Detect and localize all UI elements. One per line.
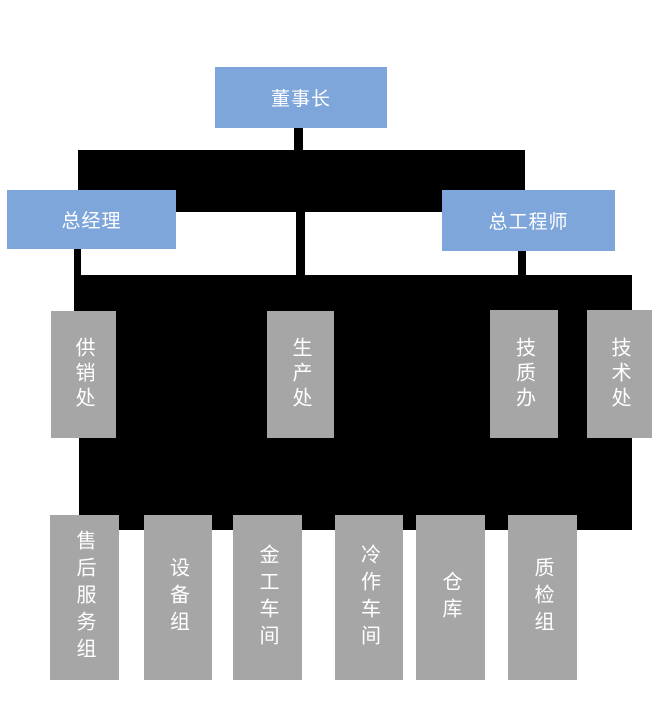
node-metalwork-workshop: 金工车间 bbox=[233, 515, 302, 680]
node-quality-inspection-group: 质检组 bbox=[508, 515, 577, 680]
node-warehouse: 仓库 bbox=[416, 515, 485, 680]
node-chief-engineer: 总工程师 bbox=[442, 190, 615, 251]
node-technology-dept: 技术处 bbox=[587, 310, 652, 438]
node-production-dept-label: 生产处 bbox=[289, 337, 311, 412]
node-coldwork-workshop-label: 冷作车间 bbox=[357, 543, 380, 652]
connector-ce-stem bbox=[518, 251, 526, 275]
node-after-sales-group: 售后服务组 bbox=[50, 515, 119, 680]
node-warehouse-label: 仓库 bbox=[439, 570, 461, 625]
node-general-manager-label: 总经理 bbox=[61, 211, 122, 232]
node-after-sales-group-label: 售后服务组 bbox=[73, 530, 95, 665]
node-tech-quality-office: 技质办 bbox=[490, 310, 558, 438]
node-chairman: 董事长 bbox=[215, 67, 387, 128]
node-equipment-group-label: 设备组 bbox=[166, 557, 189, 638]
node-general-manager: 总经理 bbox=[7, 190, 176, 249]
node-metalwork-workshop-label: 金工车间 bbox=[256, 543, 278, 652]
node-tech-quality-office-label: 技质办 bbox=[512, 336, 535, 412]
node-supply-sales-dept-label: 供销处 bbox=[72, 337, 94, 412]
node-quality-inspection-group-label: 质检组 bbox=[531, 557, 553, 638]
connector-chairman-stem bbox=[294, 128, 303, 150]
node-coldwork-workshop: 冷作车间 bbox=[335, 515, 403, 680]
node-production-dept: 生产处 bbox=[267, 311, 334, 438]
node-supply-sales-dept: 供销处 bbox=[51, 311, 116, 438]
node-technology-dept-label: 技术处 bbox=[608, 336, 630, 412]
node-equipment-group: 设备组 bbox=[144, 515, 212, 680]
node-chief-engineer-label: 总工程师 bbox=[488, 212, 569, 233]
connector-gm-stem bbox=[74, 249, 81, 311]
connector-center-stem bbox=[296, 212, 305, 275]
node-chairman-label: 董事长 bbox=[270, 89, 331, 110]
